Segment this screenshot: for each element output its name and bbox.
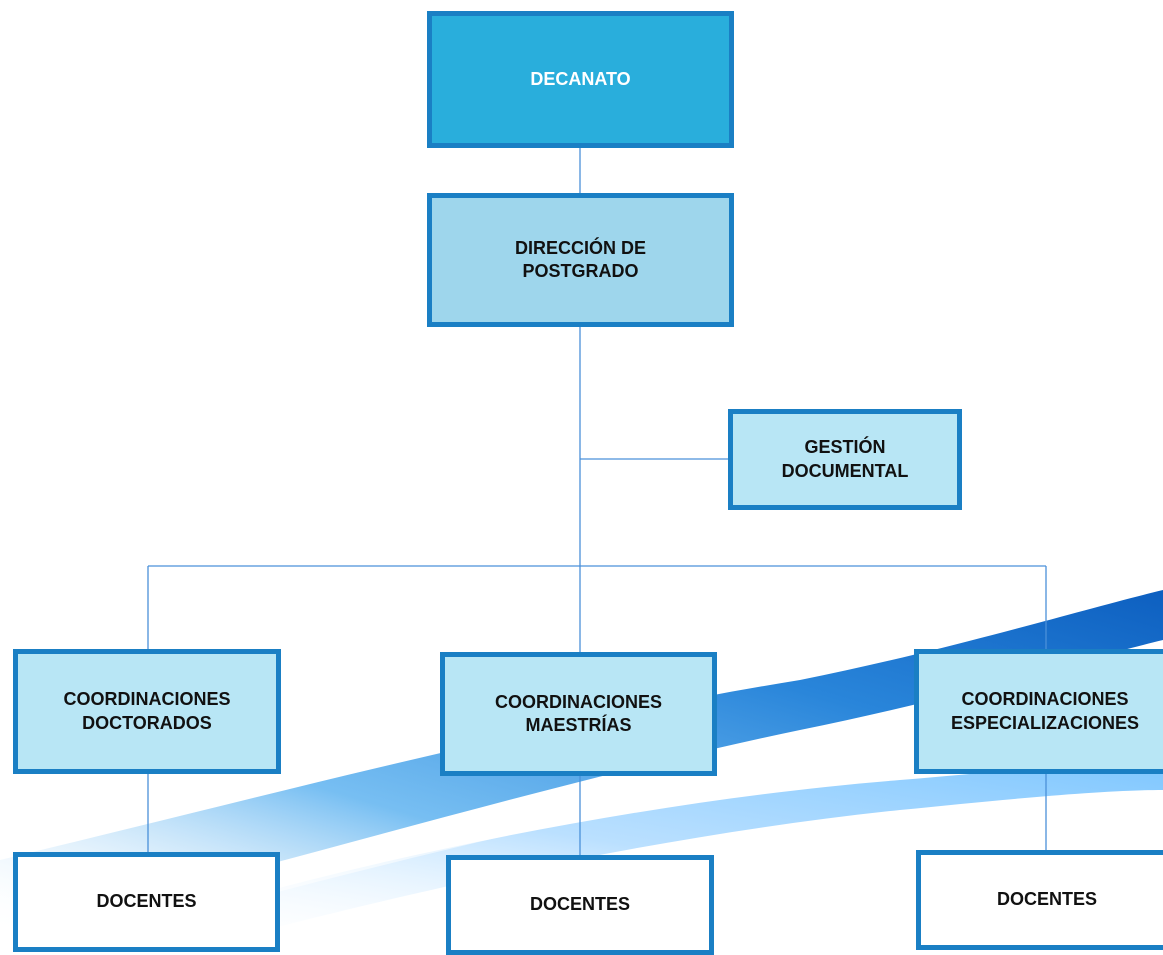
- node-coordinaciones-doctorados: COORDINACIONES DOCTORADOS: [13, 649, 281, 774]
- node-docentes-1-label: DOCENTES: [96, 891, 197, 912]
- node-doctorados-label: COORDINACIONES DOCTORADOS: [63, 689, 231, 733]
- node-especializaciones-label: COORDINACIONES ESPECIALIZACIONES: [950, 689, 1140, 733]
- node-decanato: DECANATO: [427, 11, 734, 148]
- node-docentes-maestrias: DOCENTES: [446, 855, 714, 955]
- node-docentes-doctorados: DOCENTES: [13, 852, 280, 952]
- node-gestion-documental: GESTIÓN DOCUMENTAL: [728, 409, 962, 510]
- node-coordinaciones-especializaciones: COORDINACIONES ESPECIALIZACIONES: [914, 649, 1163, 774]
- node-docentes-2-label: DOCENTES: [529, 894, 630, 915]
- node-docentes-3-label: DOCENTES: [996, 889, 1097, 910]
- node-gestion-label: GESTIÓN DOCUMENTAL: [781, 437, 909, 481]
- node-direccion-label: DIRECCIÓN DE POSTGRADO: [514, 237, 646, 281]
- node-maestrias-label: COORDINACIONES MAESTRÍAS: [494, 691, 662, 735]
- connector-lines: [147, 148, 1047, 855]
- node-coordinaciones-maestrias: COORDINACIONES MAESTRÍAS: [440, 652, 717, 776]
- node-direccion-postgrado: DIRECCIÓN DE POSTGRADO: [427, 193, 734, 327]
- node-docentes-especializaciones: DOCENTES: [916, 850, 1163, 950]
- node-decanato-label: DECANATO: [530, 68, 631, 89]
